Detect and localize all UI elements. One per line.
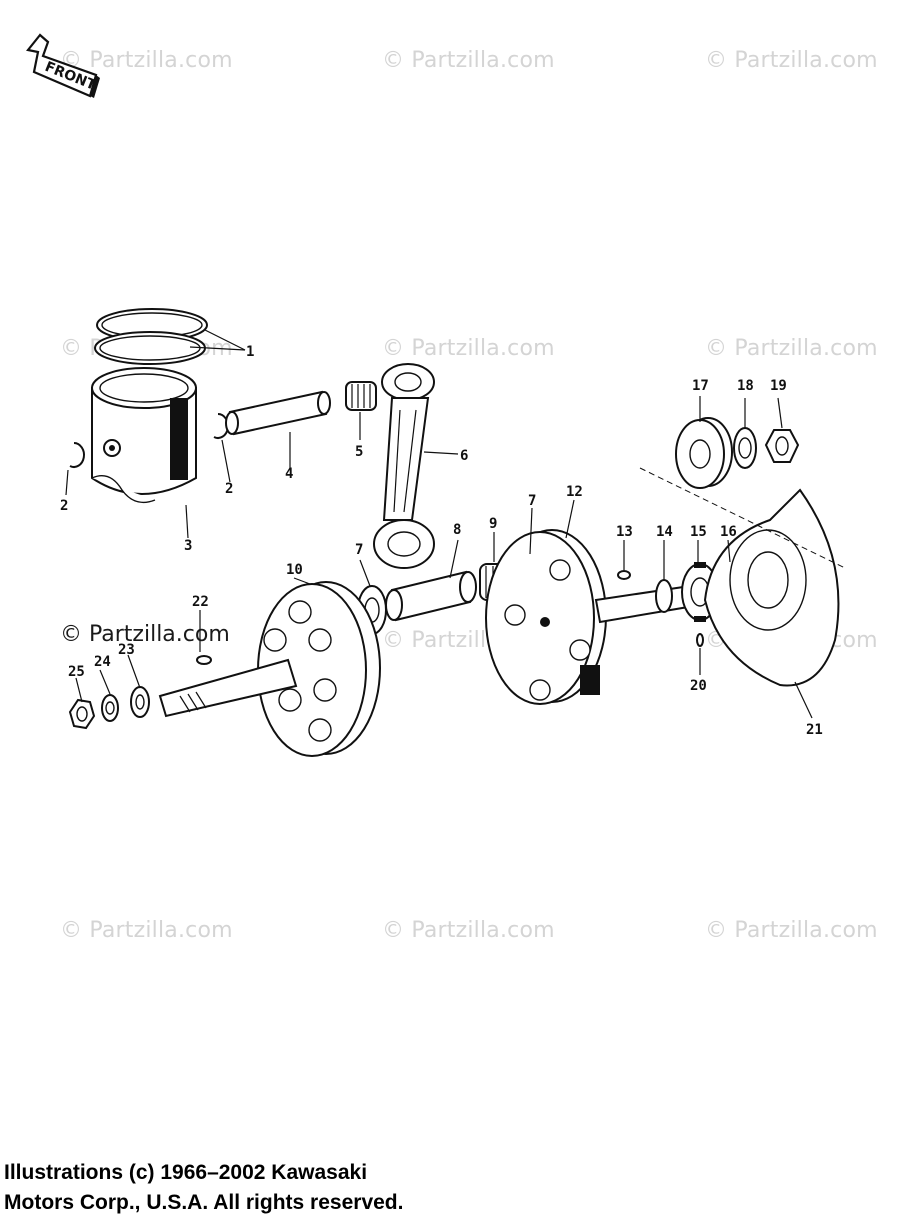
gear-17: [675, 417, 733, 489]
callout-7-right: 7: [528, 493, 536, 509]
callout-9: 9: [489, 516, 497, 532]
callout-17: 17: [692, 378, 709, 394]
piston-pin: [225, 390, 331, 436]
callout-20: 20: [690, 678, 707, 694]
callout-1: 1: [246, 344, 254, 360]
callout-7-left: 7: [355, 542, 363, 558]
callout-3: 3: [184, 538, 192, 554]
copyright-line-2: Motors Corp., U.S.A. All rights reserved…: [4, 1191, 404, 1214]
crank-pin: [385, 570, 477, 622]
callout-8: 8: [453, 522, 461, 538]
oil-seal-14: [655, 579, 673, 613]
watermark: © Partzilla.com: [382, 48, 555, 73]
callout-14: 14: [656, 524, 673, 540]
piston-rings: [94, 308, 208, 365]
callout-16: 16: [720, 524, 737, 540]
callout-19: 19: [770, 378, 787, 394]
watermark: © Partzilla.com: [60, 918, 233, 943]
leader-lines: [65, 329, 813, 719]
nut-25: [68, 698, 96, 730]
callout-21: 21: [806, 722, 823, 738]
callout-2-left: 2: [60, 498, 68, 514]
washer-18: [733, 427, 757, 469]
woodruff-key-right: [617, 570, 631, 580]
right-shaft: [594, 584, 696, 624]
connecting-rod: [373, 363, 435, 569]
woodruff-key-left: [196, 655, 212, 665]
pin-20: [696, 633, 704, 647]
left-crankshaft-half: [158, 581, 381, 757]
callout-18: 18: [737, 378, 754, 394]
watermark: © Partzilla.com: [382, 918, 555, 943]
watermark-dark: © Partzilla.com: [60, 622, 230, 647]
callout-25: 25: [68, 664, 85, 680]
callout-12: 12: [566, 484, 583, 500]
callout-5: 5: [355, 444, 363, 460]
front-arrow-icon: FRONT: [26, 33, 100, 98]
watermark: © Partzilla.com: [705, 336, 878, 361]
callout-2-right: 2: [225, 481, 233, 497]
copyright-line-1: Illustrations (c) 1966–2002 Kawasaki: [4, 1161, 368, 1184]
callout-13: 13: [616, 524, 633, 540]
callout-22: 22: [192, 594, 209, 610]
callout-15: 15: [690, 524, 707, 540]
rotor-plate-21: [703, 488, 840, 687]
circlip-left: [69, 442, 85, 468]
callout-numbers: 1 2 2 3 4 5 6 7 7 8 9 10 12 13 14 15 16 …: [60, 344, 823, 738]
right-crankshaft-half: [485, 529, 607, 705]
callout-4: 4: [285, 466, 293, 482]
alignment-line: [639, 467, 846, 569]
washer-24: [101, 694, 119, 722]
watermark: © Partzilla.com: [382, 336, 555, 361]
copyright-notice: Illustrations (c) 1966–2002 Kawasaki Mot…: [4, 1158, 403, 1218]
small-end-bearing: [345, 381, 377, 411]
piston: [91, 367, 197, 504]
washer-23: [130, 686, 150, 718]
callout-6: 6: [460, 448, 468, 464]
watermark: © Partzilla.com: [705, 48, 878, 73]
nut-19: [764, 429, 800, 463]
callout-10: 10: [286, 562, 303, 578]
callout-24: 24: [94, 654, 111, 670]
watermark: © Partzilla.com: [60, 48, 233, 73]
callout-23: 23: [118, 642, 135, 658]
watermark: © Partzilla.com: [705, 918, 878, 943]
